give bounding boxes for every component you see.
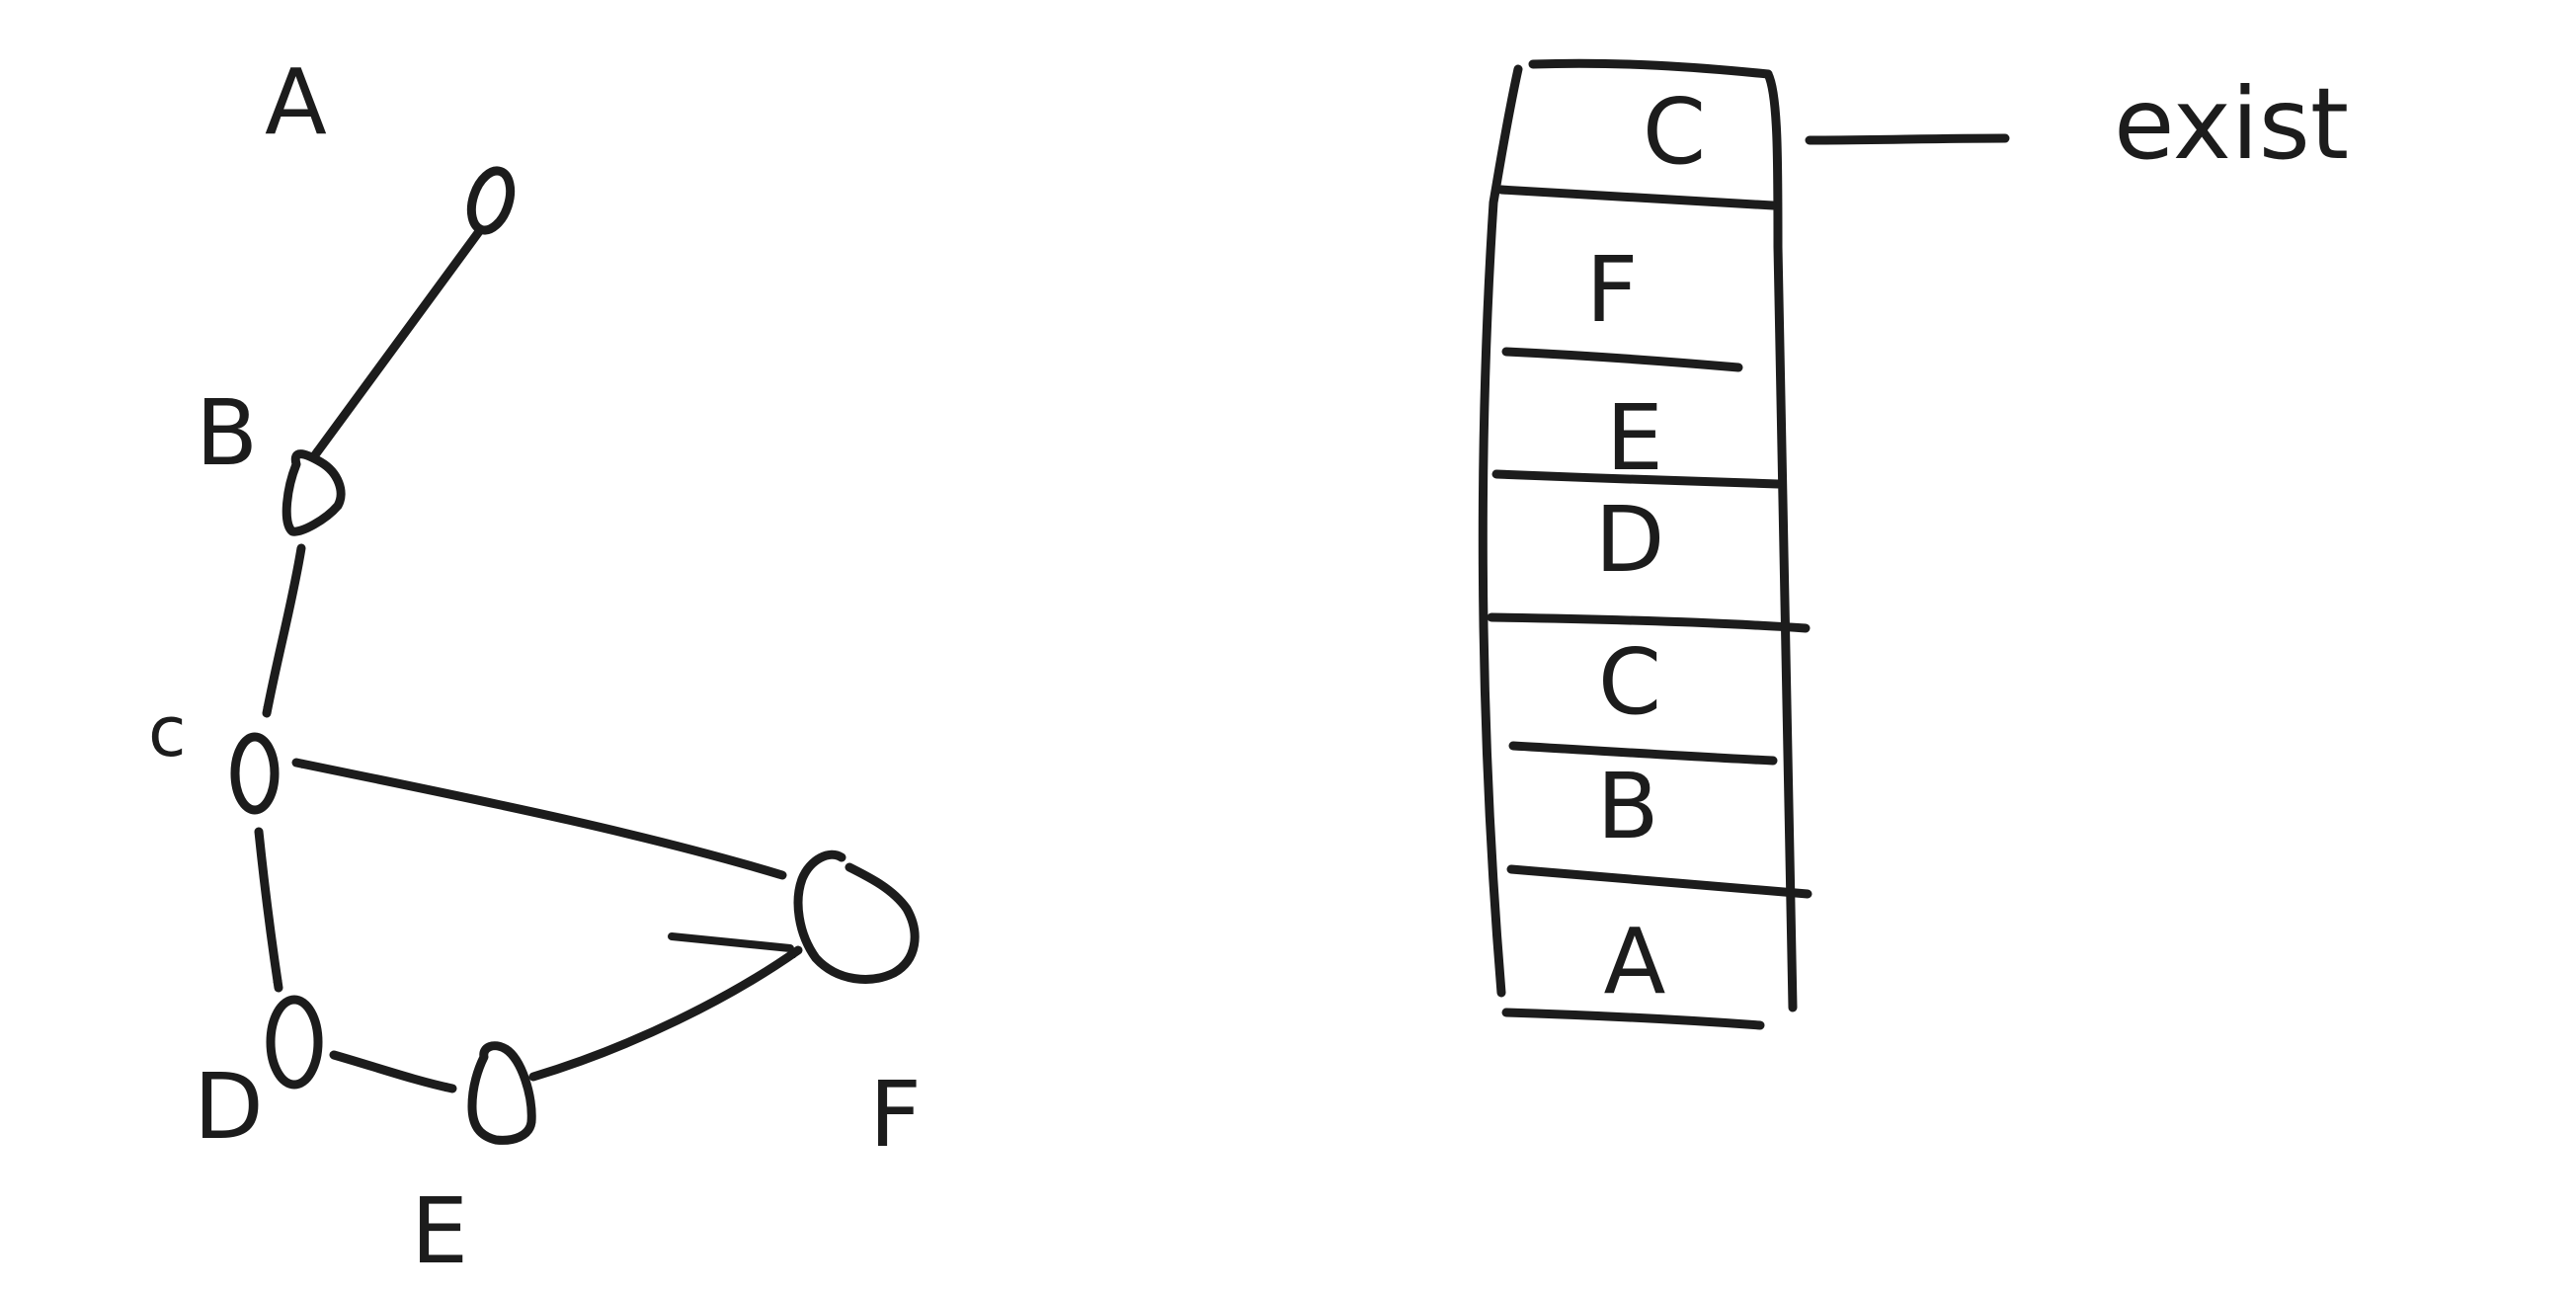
node-label-c: c (148, 691, 187, 772)
stack-cell-7: A (1604, 909, 1666, 1014)
edge-e-f (528, 945, 803, 1082)
node-d (266, 995, 323, 1090)
node-label-e: E (411, 1178, 468, 1284)
node-b (282, 449, 346, 536)
stack-separator-2 (1501, 347, 1743, 372)
node-label-b: B (196, 380, 258, 486)
edge-f-c (291, 758, 787, 880)
edge-a-b (309, 225, 485, 461)
stack-cell-5: C (1598, 629, 1661, 735)
stack-top-edge (1528, 58, 1773, 79)
stack-cell-6: B (1596, 754, 1658, 859)
node-c (230, 732, 280, 815)
edge-b-c (262, 543, 306, 718)
stack-bottom-edge (1501, 1008, 1765, 1030)
node-label-a: A (265, 49, 327, 155)
node-a (466, 166, 516, 235)
graph: A B c D E F (148, 49, 922, 1284)
stack-cell-2: F (1586, 237, 1639, 343)
stack-right-wall (1763, 69, 1798, 1012)
stack-cell-1: C (1643, 79, 1706, 185)
stack-cell-4: D (1595, 487, 1665, 593)
stack-cell-3: E (1606, 385, 1663, 491)
stack-separator-6 (1506, 864, 1812, 899)
stack-separator-5 (1508, 741, 1778, 766)
edge-e-f-stroke (668, 932, 794, 952)
node-e (467, 1041, 536, 1145)
stack-separator-4 (1487, 612, 1811, 633)
edge-c-d (254, 827, 283, 993)
edge-d-e (329, 1050, 457, 1093)
stack-separator-1 (1496, 185, 1778, 210)
stack-separator-3 (1491, 469, 1783, 489)
stack: C F E D C B A exist (1478, 58, 2349, 1030)
stack-pointer-arrow (1805, 133, 2010, 140)
node-label-d: D (194, 1054, 264, 1160)
stack-left-wall (1478, 64, 1523, 998)
stack-pointer-label: exist (2114, 66, 2349, 182)
node-label-f: F (869, 1062, 922, 1168)
node-f (793, 849, 920, 984)
